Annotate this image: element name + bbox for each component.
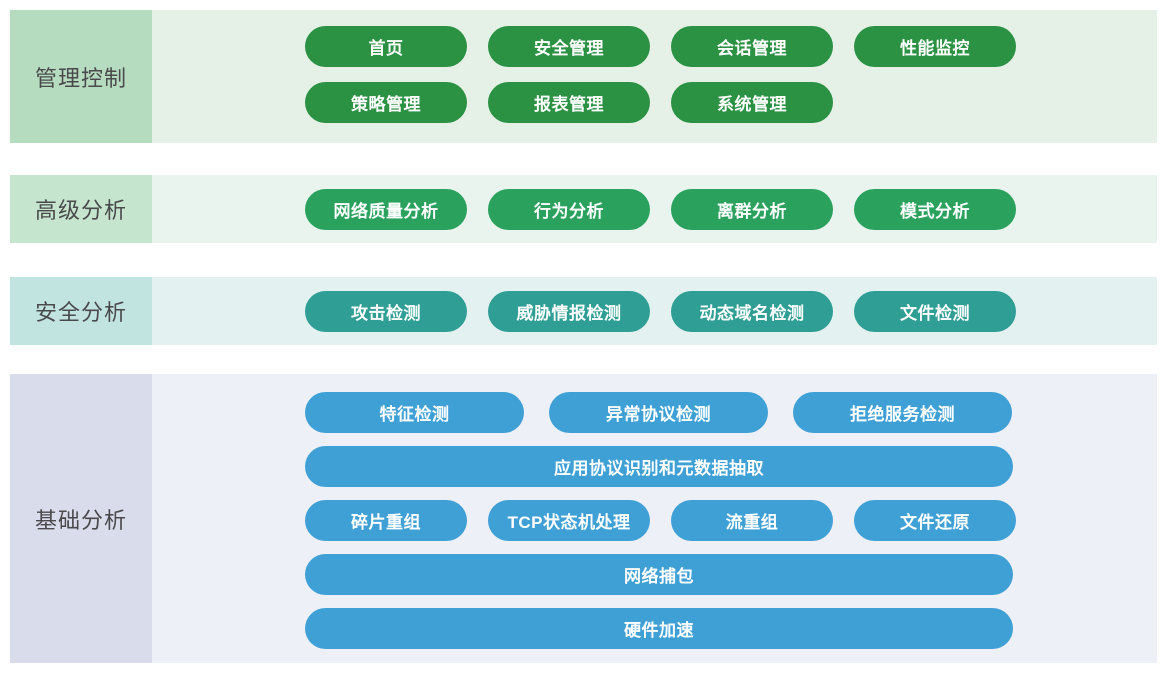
pill-app-protocol-identification-metadata-extraction: 应用协议识别和元数据抽取	[305, 446, 1013, 487]
section-label-advanced-analysis: 高级分析	[10, 175, 152, 243]
pill-signature-detection: 特征检测	[305, 392, 524, 433]
pill-row: 网络质量分析行为分析离群分析模式分析	[305, 188, 1157, 230]
pill-report-management: 报表管理	[488, 82, 650, 123]
pill-row: 应用协议识别和元数据抽取	[305, 446, 1157, 487]
pill-pattern-analysis: 模式分析	[854, 188, 1016, 230]
pill-file-detection: 文件检测	[854, 290, 1016, 332]
pill-dos-detection: 拒绝服务检测	[793, 392, 1012, 433]
pill-network-quality-analysis: 网络质量分析	[305, 188, 467, 230]
pill-row: 策略管理报表管理系统管理	[305, 82, 1157, 123]
section-body-management-control: 首页安全管理会话管理性能监控策略管理报表管理系统管理	[152, 10, 1157, 143]
pill-session-management: 会话管理	[671, 26, 833, 67]
section-label-management-control: 管理控制	[10, 10, 152, 143]
pill-outlier-analysis: 离群分析	[671, 188, 833, 230]
pill-dynamic-domain-detection: 动态域名检测	[671, 290, 833, 332]
pill-row: 攻击检测威胁情报检测动态域名检测文件检测	[305, 290, 1157, 332]
pill-tcp-state-machine-processing: TCP状态机处理	[488, 500, 650, 541]
pill-attack-detection: 攻击检测	[305, 290, 467, 332]
pill-system-management: 系统管理	[671, 82, 833, 123]
pill-hardware-acceleration: 硬件加速	[305, 608, 1013, 649]
section-body-advanced-analysis: 网络质量分析行为分析离群分析模式分析	[152, 175, 1157, 243]
pill-threat-intel-detection: 威胁情报检测	[488, 290, 650, 332]
pill-security-management: 安全管理	[488, 26, 650, 67]
pill-policy-management: 策略管理	[305, 82, 467, 123]
section-body-security-analysis: 攻击检测威胁情报检测动态域名检测文件检测	[152, 277, 1157, 345]
pill-row: 首页安全管理会话管理性能监控	[305, 26, 1157, 67]
pill-file-restoration: 文件还原	[854, 500, 1016, 541]
layered-architecture-diagram: 管理控制首页安全管理会话管理性能监控策略管理报表管理系统管理高级分析网络质量分析…	[10, 10, 1157, 663]
pill-flow-reassembly: 流重组	[671, 500, 833, 541]
pill-row: 特征检测异常协议检测拒绝服务检测	[305, 392, 1157, 433]
pill-row: 碎片重组 TCP状态机处理流重组文件还原	[305, 500, 1157, 541]
pill-home: 首页	[305, 26, 467, 67]
section-advanced-analysis: 高级分析 网络质量分析行为分析离群分析模式分析	[10, 175, 1157, 243]
pill-abnormal-protocol-detection: 异常协议检测	[549, 392, 768, 433]
section-label-basic-analysis: 基础分析	[10, 374, 152, 663]
pill-packet-capture: 网络捕包	[305, 554, 1013, 595]
pill-behavior-analysis: 行为分析	[488, 188, 650, 230]
pill-row: 硬件加速	[305, 608, 1157, 649]
section-label-security-analysis: 安全分析	[10, 277, 152, 345]
section-management-control: 管理控制首页安全管理会话管理性能监控策略管理报表管理系统管理	[10, 10, 1157, 143]
section-security-analysis: 安全分析 攻击检测威胁情报检测动态域名检测文件检测	[10, 277, 1157, 345]
pill-fragment-reassembly: 碎片重组	[305, 500, 467, 541]
pill-performance-monitoring: 性能监控	[854, 26, 1016, 67]
pill-row: 网络捕包	[305, 554, 1157, 595]
